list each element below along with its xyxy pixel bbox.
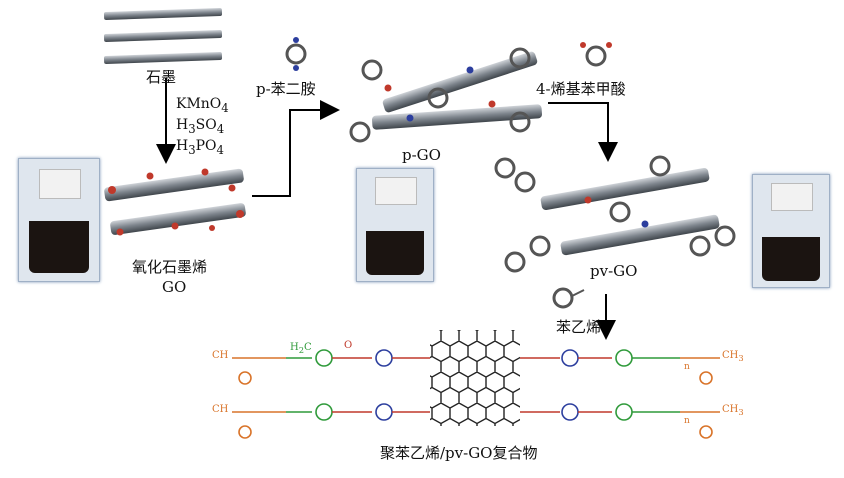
chain-ch3-text-2: CH bbox=[722, 404, 739, 415]
composite-chains bbox=[232, 349, 720, 439]
reagent-h2so4-b: SO bbox=[195, 116, 217, 133]
vinylbenzoic-molecule-icon bbox=[580, 42, 612, 67]
chain-amide-o-1: O bbox=[344, 340, 353, 351]
go-vial-photo bbox=[18, 158, 100, 282]
graphite-label: 石墨 bbox=[146, 68, 177, 86]
styrene-molecule-icon bbox=[552, 287, 585, 309]
chain-sub2-text: 2 bbox=[298, 345, 305, 355]
chain-c-text: C bbox=[304, 342, 312, 353]
chain-vinyl-left-1: H2C bbox=[290, 342, 312, 355]
reagent-h3po4-b: PO bbox=[195, 137, 217, 154]
ppd-molecule-icon bbox=[285, 37, 307, 71]
pgo-structure bbox=[349, 47, 543, 143]
reaction-arrows bbox=[156, 78, 618, 340]
chain-ch-text: CH bbox=[212, 350, 229, 361]
pvgo-label: pv-GO bbox=[590, 262, 638, 280]
chain-left-end-1: CH bbox=[212, 350, 228, 361]
chain-right-end-1: CH3 bbox=[722, 350, 744, 363]
go-label-cn: 氧化石墨烯 bbox=[132, 258, 208, 276]
reagent-h3po4-sub2: 4 bbox=[216, 142, 224, 157]
chain-n-2: n bbox=[684, 416, 690, 426]
chain-h-text: H bbox=[290, 342, 299, 353]
graphene-sheet bbox=[430, 330, 520, 426]
styrene-label: 苯乙烯 bbox=[556, 318, 602, 336]
reagent-h2so4-a: H bbox=[176, 116, 189, 133]
oxidation-reagents: KMnO4 H3SO4 H3PO4 bbox=[176, 96, 229, 158]
pvgo-vial-photo bbox=[752, 174, 830, 288]
chain-n-1: n bbox=[684, 362, 690, 372]
chain-left-end-2: CH bbox=[212, 404, 229, 415]
chain-sub3-text-2: 3 bbox=[738, 407, 744, 417]
reagent-kmno4-sub: 4 bbox=[221, 100, 229, 115]
reagent-h3po4-sub1: 3 bbox=[188, 142, 196, 157]
composite-label: 聚苯乙烯/pv-GO复合物 bbox=[380, 444, 538, 462]
reagent-h3po4-a: H bbox=[176, 137, 189, 154]
graphite-sheets bbox=[103, 8, 223, 64]
vinylbenzoic-label: 4-烯基苯甲酸 bbox=[536, 80, 626, 98]
chain-right-end-2: CH3 bbox=[722, 404, 744, 417]
chain-sub3-text: 3 bbox=[738, 353, 744, 363]
pgo-label: p-GO bbox=[402, 146, 441, 164]
reagent-kmno4: KMnO bbox=[176, 96, 222, 112]
ppd-label: p-苯二胺 bbox=[256, 80, 316, 98]
reagent-h2so4-sub1: 3 bbox=[188, 121, 196, 136]
chain-ch3-text: CH bbox=[722, 350, 739, 361]
go-sheets bbox=[104, 168, 246, 236]
go-label-en: GO bbox=[162, 278, 187, 296]
pgo-vial-photo bbox=[356, 168, 434, 282]
reagent-h2so4-sub2: 4 bbox=[216, 121, 225, 136]
pvgo-structure bbox=[494, 155, 736, 273]
